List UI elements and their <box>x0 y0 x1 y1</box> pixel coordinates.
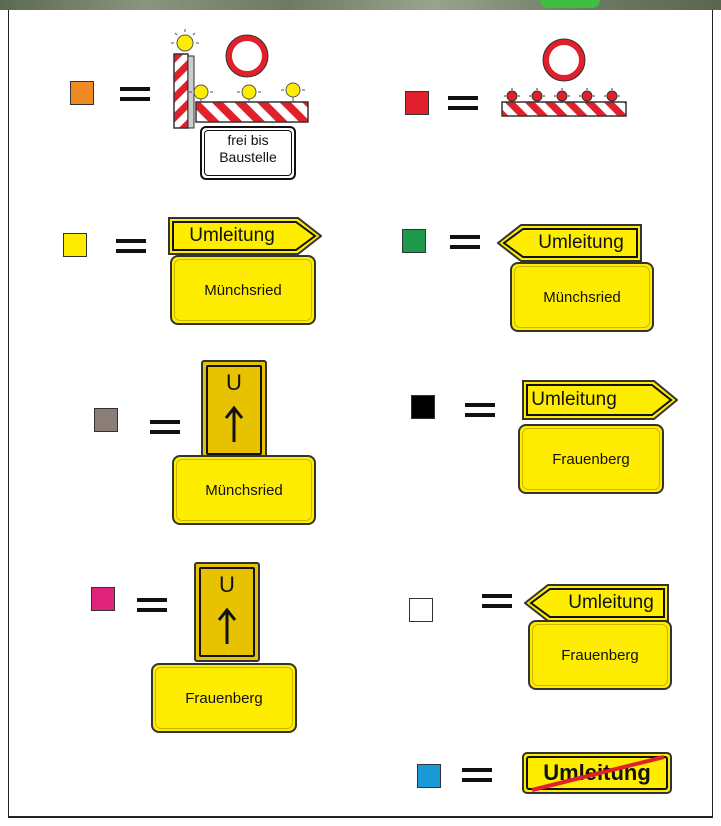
arrow-up-icon <box>224 405 244 442</box>
destination-plate-muenchsried: Münchsried <box>170 255 316 325</box>
umleitung-arrow-right-sign: Umleitung <box>168 217 322 255</box>
equals-sign <box>448 94 478 112</box>
umleitung-u-straight-sign: U <box>194 562 260 662</box>
plate-label: Frauenberg <box>185 689 263 707</box>
umleitung-end-sign: Umleitung <box>522 752 672 794</box>
legend-frame <box>8 10 713 818</box>
destination-plate-muenchsried: Münchsried <box>172 455 316 525</box>
arrow-label: Umleitung <box>538 232 624 253</box>
destination-plate-frauenberg: Frauenberg <box>518 424 664 494</box>
u-letter: U <box>219 572 235 597</box>
u-letter: U <box>226 370 242 395</box>
plate-label: Frauenberg <box>561 646 639 664</box>
swatch-black <box>411 395 435 419</box>
swatch-red <box>405 91 429 115</box>
equals-sign <box>116 237 146 255</box>
equals-sign <box>462 766 492 784</box>
plate-label: Münchsried <box>205 481 283 499</box>
equals-sign <box>450 233 480 251</box>
sign-line-1: frei bis <box>227 132 269 148</box>
arrow-label: Umleitung <box>189 225 275 246</box>
plate-label: Frauenberg <box>552 450 630 468</box>
umleitung-arrow-left-sign: Umleitung <box>497 224 642 262</box>
equals-sign <box>465 401 495 419</box>
destination-plate-frauenberg: Frauenberg <box>528 620 672 690</box>
swatch-blue <box>417 764 441 788</box>
top-strip-accent <box>540 0 600 8</box>
barrier-with-red-lamps-icon <box>501 38 627 117</box>
umleitung-arrow-right-sign: Umleitung <box>522 380 678 420</box>
swatch-green <box>402 229 426 253</box>
destination-plate-muenchsried: Münchsried <box>510 262 654 332</box>
frei-bis-baustelle-sign: frei bis Baustelle <box>200 126 296 180</box>
swatch-magenta <box>91 587 115 611</box>
plate-label: Münchsried <box>204 281 282 299</box>
equals-sign <box>482 592 512 610</box>
umleitung-arrow-left-sign: Umleitung <box>524 584 669 622</box>
equals-sign <box>137 596 167 614</box>
swatch-gray <box>94 408 118 432</box>
plate-label: Münchsried <box>543 288 621 306</box>
top-image-strip <box>0 0 721 10</box>
swatch-yellow <box>63 233 87 257</box>
equals-sign <box>120 85 150 103</box>
barrier-with-lamps-icon <box>171 29 309 129</box>
sign-line-2: Baustelle <box>219 149 277 165</box>
equals-sign <box>150 418 180 436</box>
swatch-white <box>409 598 433 622</box>
destination-plate-frauenberg: Frauenberg <box>151 663 297 733</box>
umleitung-u-straight-sign: U <box>201 360 267 460</box>
arrow-label: Umleitung <box>531 389 617 410</box>
arrow-up-icon <box>217 607 237 644</box>
arrow-label: Umleitung <box>568 592 654 613</box>
swatch-orange <box>70 81 94 105</box>
